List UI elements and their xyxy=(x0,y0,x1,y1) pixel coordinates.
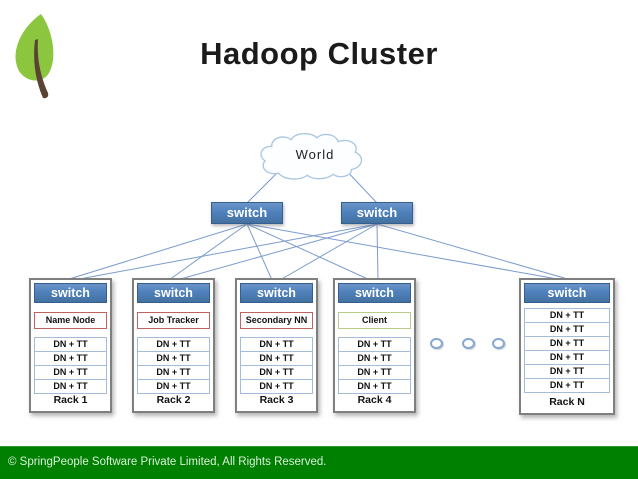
springpeople-logo xyxy=(8,13,60,101)
rack-4-label: Rack 4 xyxy=(357,394,392,406)
job-tracker-box: Job Tracker xyxy=(137,312,210,329)
node-box: DN + TT xyxy=(338,351,411,366)
node-box: DN + TT xyxy=(338,379,411,394)
copyright-text: © SpringPeople Software Private Limited,… xyxy=(8,456,327,468)
rack-2-label: Rack 2 xyxy=(156,394,191,406)
rack-3: switch Secondary NN DN + TT DN + TT DN +… xyxy=(235,278,318,413)
page-title: Hadoop Cluster xyxy=(200,36,438,71)
leaf-icon xyxy=(15,14,54,99)
node-box: DN + TT xyxy=(338,365,411,380)
node-box: DN + TT xyxy=(524,308,610,323)
node-box: DN + TT xyxy=(34,365,107,380)
node-box: DN + TT xyxy=(240,351,313,366)
rack-4-nodes: DN + TT DN + TT DN + TT DN + TT xyxy=(338,337,411,394)
node-box: DN + TT xyxy=(137,337,210,352)
node-box: DN + TT xyxy=(137,379,210,394)
rack-3-label: Rack 3 xyxy=(259,394,294,406)
rack-1-label: Rack 1 xyxy=(53,394,88,406)
ellipsis-dot xyxy=(492,338,505,349)
node-box: DN + TT xyxy=(34,379,107,394)
rack-3-nodes: DN + TT DN + TT DN + TT DN + TT xyxy=(240,337,313,394)
rack-n-switch: switch xyxy=(524,283,610,303)
more-racks-ellipsis xyxy=(430,338,508,351)
rack-2-switch: switch xyxy=(137,283,210,303)
secondary-nn-box: Secondary NN xyxy=(240,312,313,329)
rack-1: switch Name Node DN + TT DN + TT DN + TT… xyxy=(29,278,112,413)
ellipsis-dot xyxy=(462,338,475,349)
rack-n-label: Rack N xyxy=(549,396,585,408)
ellipsis-dot xyxy=(430,338,443,349)
node-box: DN + TT xyxy=(338,337,411,352)
core-switch-1: switch xyxy=(211,202,283,224)
node-box: DN + TT xyxy=(240,379,313,394)
rack-1-nodes: DN + TT DN + TT DN + TT DN + TT xyxy=(34,337,107,394)
node-box: DN + TT xyxy=(524,364,610,379)
rack-4: switch Client DN + TT DN + TT DN + TT DN… xyxy=(333,278,416,413)
node-box: DN + TT xyxy=(240,365,313,380)
rack-3-switch: switch xyxy=(240,283,313,303)
rack-n: switch DN + TT DN + TT DN + TT DN + TT D… xyxy=(519,278,615,415)
rack-1-switch: switch xyxy=(34,283,107,303)
node-box: DN + TT xyxy=(34,337,107,352)
cloud-icon xyxy=(260,133,363,180)
footer-bar: © SpringPeople Software Private Limited,… xyxy=(0,446,638,479)
cloud-label: World xyxy=(295,147,335,162)
rack-n-nodes: DN + TT DN + TT DN + TT DN + TT DN + TT … xyxy=(524,308,610,393)
node-box: DN + TT xyxy=(524,378,610,393)
node-box: DN + TT xyxy=(34,351,107,366)
name-node-box: Name Node xyxy=(34,312,107,329)
node-box: DN + TT xyxy=(240,337,313,352)
node-box: DN + TT xyxy=(524,322,610,337)
rack-2-nodes: DN + TT DN + TT DN + TT DN + TT xyxy=(137,337,210,394)
rack-4-switch: switch xyxy=(338,283,411,303)
core-switch-2: switch xyxy=(341,202,413,224)
client-box: Client xyxy=(338,312,411,329)
world-cloud: World xyxy=(256,133,374,181)
node-box: DN + TT xyxy=(524,350,610,365)
rack-2: switch Job Tracker DN + TT DN + TT DN + … xyxy=(132,278,215,413)
node-box: DN + TT xyxy=(524,336,610,351)
node-box: DN + TT xyxy=(137,351,210,366)
node-box: DN + TT xyxy=(137,365,210,380)
